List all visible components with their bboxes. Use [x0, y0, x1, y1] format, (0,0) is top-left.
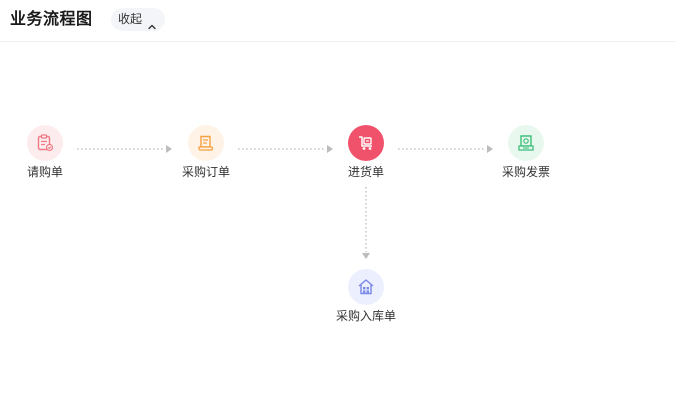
collapse-label: 收起 [118, 12, 143, 26]
flow-node-order-label[interactable]: 采购订单 [181, 165, 231, 179]
connector-order-to-receipt [238, 145, 333, 153]
flow-node-request-label[interactable]: 请购单 [26, 165, 64, 179]
flow-node-receipt-label[interactable]: 进货单 [347, 165, 385, 179]
header-bar: 业务流程图 收起 [0, 0, 676, 42]
flow-node-request[interactable] [27, 125, 63, 161]
flow-node-order[interactable] [188, 125, 224, 161]
business-flow-diagram: 请购单 采购订单 进货单 [0, 43, 676, 419]
flow-node-invoice-label[interactable]: 采购发票 [501, 165, 551, 179]
chevron-up-icon [148, 16, 156, 29]
document-icon [196, 133, 216, 153]
warehouse-icon [356, 277, 376, 297]
flow-node-inbound-label[interactable]: 采购入库单 [335, 309, 397, 323]
flow-node-receipt[interactable] [348, 124, 385, 161]
flow-node-inbound[interactable] [348, 269, 384, 305]
collapse-button[interactable]: 收起 [111, 8, 166, 31]
active-corner-marker [375, 124, 385, 134]
clipboard-icon [35, 133, 55, 153]
flow-node-invoice[interactable] [508, 125, 544, 161]
invoice-icon [516, 133, 536, 153]
connector-receipt-to-inbound [362, 187, 370, 259]
cart-icon [356, 133, 376, 153]
page-title: 业务流程图 [10, 9, 93, 28]
connector-request-to-order [77, 145, 172, 153]
connector-receipt-to-invoice [398, 145, 493, 153]
